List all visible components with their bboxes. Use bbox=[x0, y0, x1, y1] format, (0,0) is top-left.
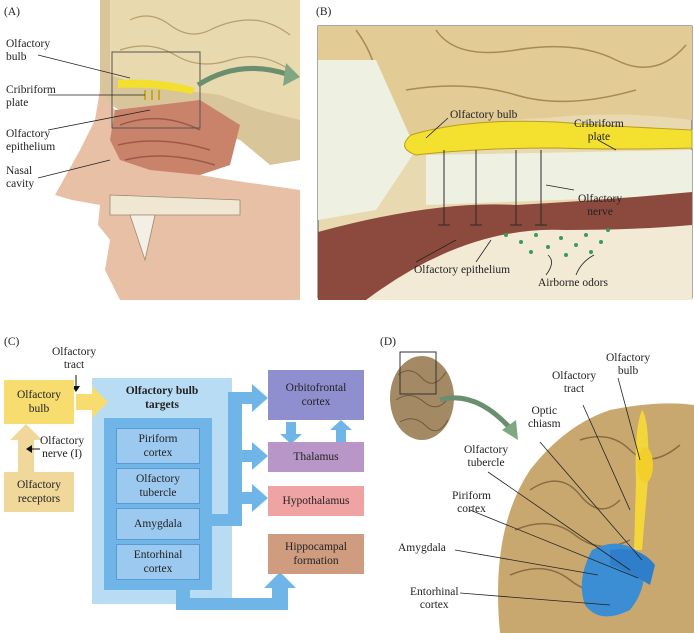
label-olfactory-bulb-d: Olfactory bulb bbox=[606, 352, 651, 377]
box-hypothalamus: Hypothalamus bbox=[268, 486, 364, 516]
label-olfactory-bulb-b: Olfactory bulb bbox=[450, 109, 518, 121]
box-entorhinal-cortex: Entorhinal cortex bbox=[116, 544, 200, 580]
label-olfactory-tract-d: Olfactory tract bbox=[552, 370, 597, 395]
panel-c-letter: (C) bbox=[4, 336, 20, 348]
label-olfactory-bulb-a: Olfactory bulb bbox=[6, 38, 51, 63]
label-olfactory-nerve-b: Olfactory nerve bbox=[578, 193, 623, 218]
label-nasal-cavity: Nasal cavity bbox=[6, 165, 35, 190]
panel-c: (C) Olfactory tract Olfactory bulb Olfac… bbox=[0, 330, 380, 633]
label-amygdala-d: Amygdala bbox=[398, 542, 446, 554]
label-entorhinal-cortex-d: Entorhinal cortex bbox=[410, 586, 459, 611]
heading-olfactory-bulb-targets: Olfactory bulb targets bbox=[125, 385, 199, 411]
label-cribriform-plate-a: Cribriform plate bbox=[6, 84, 56, 109]
label-olfactory-nerve-c: Olfactory nerve (I) bbox=[40, 435, 85, 460]
panel-d-letter: (D) bbox=[380, 336, 396, 348]
label-airborne-odors: Airborne odors bbox=[538, 277, 608, 289]
head-sagittal-illustration bbox=[37, 0, 300, 300]
label-olfactory-epithelium-b: Olfactory epithelium bbox=[414, 264, 511, 276]
label-olfactory-epithelium-a: Olfactory epithelium bbox=[6, 128, 56, 153]
box-thalamus: Thalamus bbox=[268, 442, 364, 472]
panel-a: (A) Olfactory bulb Cribriform plate Olfa… bbox=[0, 0, 300, 300]
label-olfactory-tubercle-d: Olfactory tubercle bbox=[464, 444, 509, 469]
panel-b-letter: (B) bbox=[316, 6, 332, 18]
olfactory-epithelium-illustration bbox=[317, 25, 693, 300]
label-piriform-cortex-d: Piriform cortex bbox=[452, 490, 491, 515]
box-hippocampal-formation: Hippocampal formation bbox=[268, 534, 364, 574]
box-olfactory-receptors: Olfactory receptors bbox=[4, 472, 74, 512]
panel-d: (D) Olfactory bulb Olfactory tract Optic… bbox=[380, 330, 694, 633]
box-piriform-cortex: Piriform cortex bbox=[116, 428, 200, 464]
panel-a-letter: (A) bbox=[4, 6, 20, 18]
brain-ventral-illustration bbox=[390, 351, 694, 633]
box-orbitofrontal-cortex: Orbitofrontal cortex bbox=[268, 370, 364, 420]
label-olfactory-tract-c: Olfactory tract bbox=[52, 346, 97, 371]
label-cribriform-plate-b: Cribriform plate bbox=[574, 118, 624, 143]
panel-b: (B) Olfactory bulb Cribriform plate Olfa… bbox=[316, 0, 694, 300]
box-olfactory-bulb: Olfactory bulb bbox=[4, 380, 74, 424]
label-optic-chiasm: Optic chiasm bbox=[528, 405, 561, 430]
box-olfactory-tubercle: Olfactory tubercle bbox=[116, 468, 200, 504]
box-amygdala: Amygdala bbox=[116, 508, 200, 540]
